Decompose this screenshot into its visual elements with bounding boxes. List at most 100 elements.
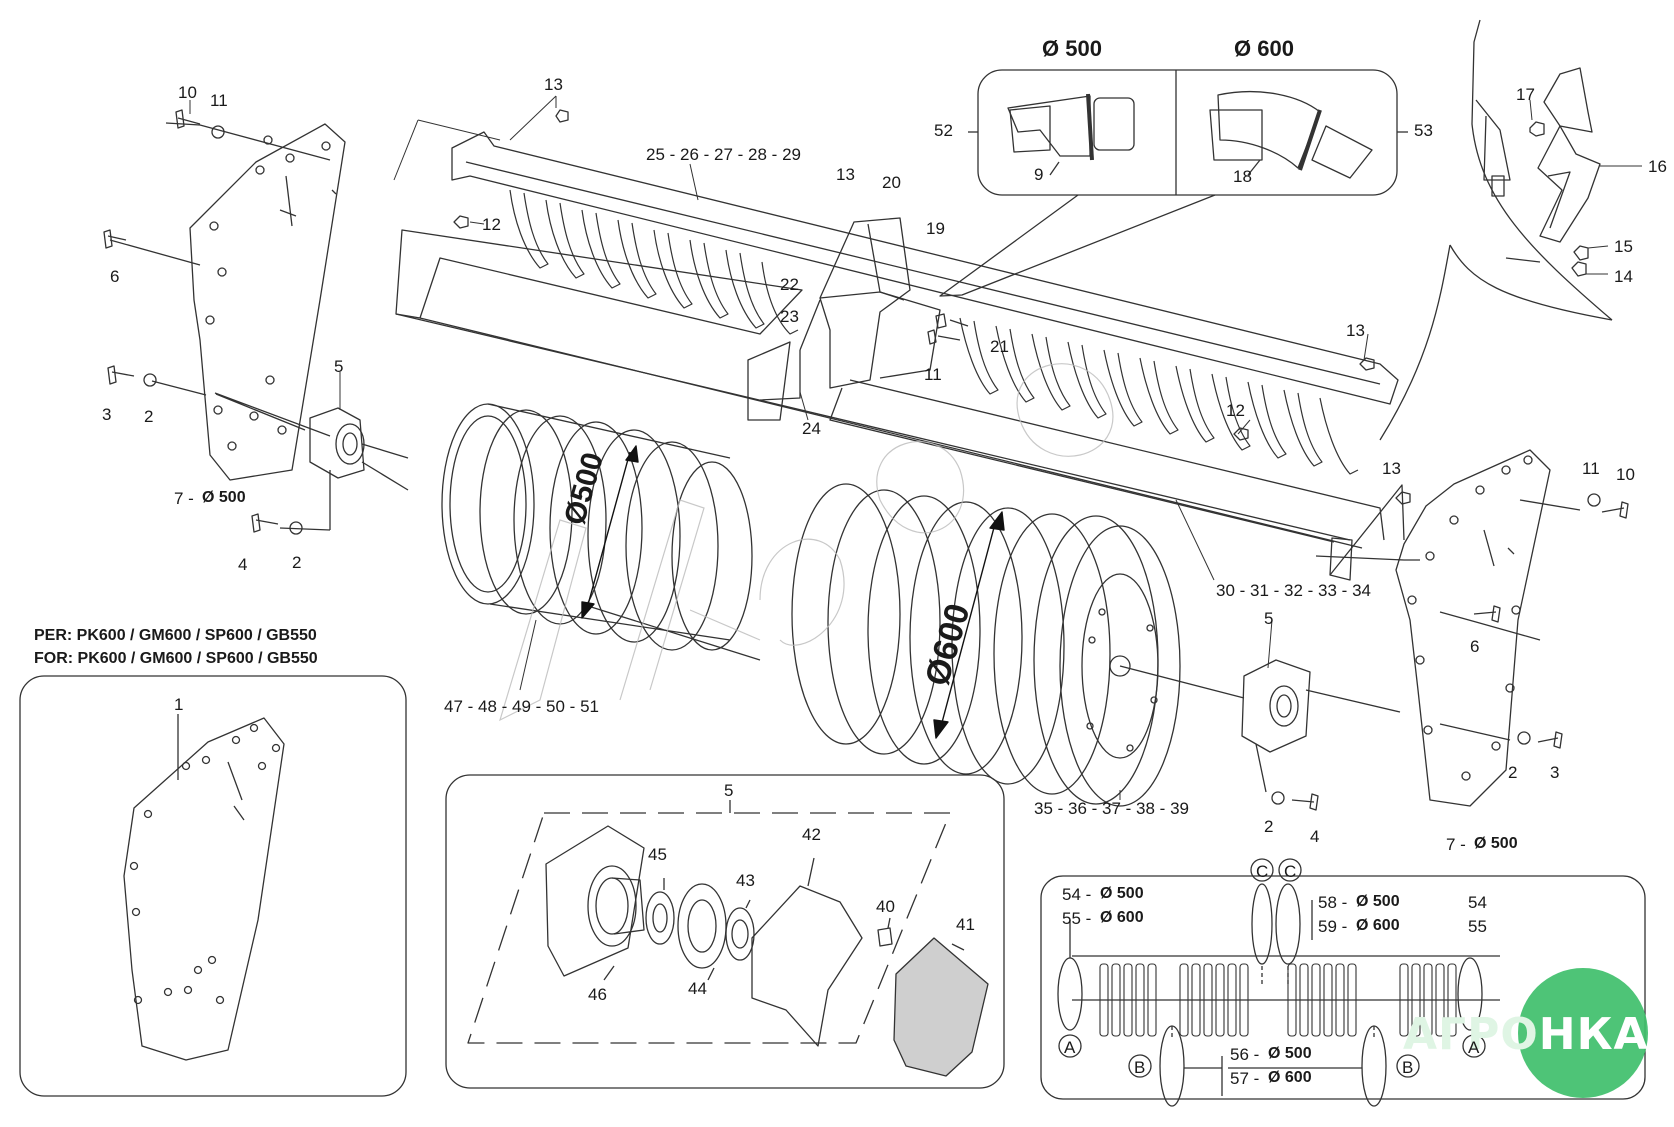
callout-41: 41 (956, 915, 975, 934)
legend-58-diameter: Ø 500 (1356, 893, 1400, 910)
legend-57-diameter: Ø 600 (1268, 1069, 1312, 1086)
upper-beam (395, 131, 1405, 581)
callout-13b: 13 (836, 165, 855, 184)
callout-13d: 13 (1382, 459, 1401, 478)
callout-30-34: 30 - 31 - 32 - 33 - 34 (1216, 581, 1371, 600)
bearing-left (279, 407, 409, 531)
callout-16: 16 (1648, 157, 1667, 176)
legend-56: 56 - (1230, 1045, 1260, 1064)
center-bracket (747, 217, 941, 421)
callout-10b: 10 (1616, 465, 1635, 484)
callout-24: 24 (802, 419, 821, 438)
callout-47-51: 47 - 48 - 49 - 50 - 51 (444, 697, 599, 716)
callout-45: 45 (648, 845, 667, 864)
callout-1: 1 (174, 695, 184, 714)
callout-12a: 12 (482, 215, 501, 234)
inset-disc-layout (1040, 858, 1646, 1107)
callout-44: 44 (688, 979, 707, 998)
inset-scraper-options (939, 69, 1408, 297)
callout-5b: 5 (1264, 609, 1274, 628)
watermark-outline (499, 363, 1114, 722)
diameter-title-600: Ø 600 (1234, 36, 1294, 61)
diameter-title-500: Ø 500 (1042, 36, 1102, 61)
callout-4b: 4 (1310, 827, 1320, 846)
side-plate-right (1315, 449, 1581, 807)
callout-46: 46 (588, 985, 607, 1004)
callout-18: 18 (1233, 167, 1252, 186)
roller-600 (791, 483, 1245, 807)
callout-17: 17 (1516, 85, 1535, 104)
callout-3a: 3 (102, 405, 112, 424)
side-plate-left (109, 122, 346, 481)
scraper-tines (509, 189, 1359, 475)
callout-6a: 6 (110, 267, 120, 286)
legend-marker-a2: A (1468, 1038, 1480, 1057)
callout-40: 40 (876, 897, 895, 916)
callout-7b-diameter: Ø 500 (1474, 835, 1518, 852)
logo-part2: НКА (1538, 1009, 1649, 1060)
roller-500 (441, 403, 761, 661)
callout-19: 19 (926, 219, 945, 238)
callout-7a-diameter: Ø 500 (202, 489, 246, 506)
callout-9: 9 (1034, 165, 1044, 184)
callout-15: 15 (1614, 237, 1633, 256)
legend-54-diameter: Ø 500 (1100, 885, 1144, 902)
legend-55-diameter: Ø 600 (1100, 909, 1144, 926)
legend-56-diameter: Ø 500 (1268, 1045, 1312, 1062)
brand-logo-circle (1518, 968, 1648, 1098)
leader-lines (189, 95, 1642, 800)
callout-35-39: 35 - 36 - 37 - 38 - 39 (1034, 799, 1189, 818)
legend-marker-b2: B (1402, 1058, 1414, 1077)
callout-5a: 5 (334, 357, 344, 376)
inset-plate-per-for (19, 675, 407, 1097)
callout-4a: 4 (238, 555, 248, 574)
legend-59-diameter: Ø 600 (1356, 917, 1400, 934)
callout-13c: 13 (1346, 321, 1365, 340)
callout-10a: 10 (178, 83, 197, 102)
callout-21: 21 (990, 337, 1009, 356)
callout-13a: 13 (544, 75, 563, 94)
bearing-right (1241, 659, 1401, 793)
bolts (103, 109, 1629, 811)
callout-20: 20 (882, 173, 901, 192)
callout-22: 22 (780, 275, 799, 294)
inset-bearing-exploded (445, 774, 1005, 1089)
legend-right-54: 54 (1468, 893, 1487, 912)
callout-43: 43 (736, 871, 755, 890)
legend-marker-c1: C (1256, 862, 1269, 881)
legend-59: 59 - (1318, 917, 1348, 936)
callout-25-29: 25 - 26 - 27 - 28 - 29 (646, 145, 801, 164)
callout-12b: 12 (1226, 401, 1245, 420)
for-title: FOR: PK600 / GM600 / SP600 / GB550 (34, 650, 318, 667)
callout-53: 53 (1414, 121, 1433, 140)
callout-2d: 2 (1264, 817, 1274, 836)
callout-11b: 11 (924, 365, 942, 384)
legend-58: 58 - (1318, 893, 1348, 912)
callout-2b: 2 (292, 553, 302, 572)
callout-11c: 11 (1582, 459, 1600, 478)
callout-3b: 3 (1550, 763, 1560, 782)
legend-55: 55 - (1062, 909, 1092, 928)
per-title: PER: PK600 / GM600 / SP600 / GB550 (34, 627, 317, 644)
logo-part1: АГРО (1403, 1009, 1539, 1060)
legend-marker-b1: B (1134, 1058, 1146, 1077)
disc-stack (1099, 963, 1457, 1037)
callout-7b-number: 7 - (1446, 835, 1466, 854)
brand-logo: АГРОНКА (1403, 1009, 1649, 1060)
diameter-arrows (581, 445, 1005, 739)
legend-marker-a1: A (1064, 1038, 1076, 1057)
callout-5c: 5 (724, 781, 734, 800)
legend-54: 54 - (1062, 885, 1092, 904)
callout-23: 23 (780, 307, 799, 326)
callout-52: 52 (934, 121, 953, 140)
legend-right-55: 55 (1468, 917, 1487, 936)
callout-14: 14 (1614, 267, 1633, 286)
callout-2c: 2 (1508, 763, 1518, 782)
callout-42: 42 (802, 825, 821, 844)
legend-57: 57 - (1230, 1069, 1260, 1088)
bracket-right-top (1379, 19, 1613, 441)
callout-2a: 2 (144, 407, 154, 426)
legend-marker-c2: C (1284, 862, 1297, 881)
callout-11a: 11 (210, 91, 228, 110)
